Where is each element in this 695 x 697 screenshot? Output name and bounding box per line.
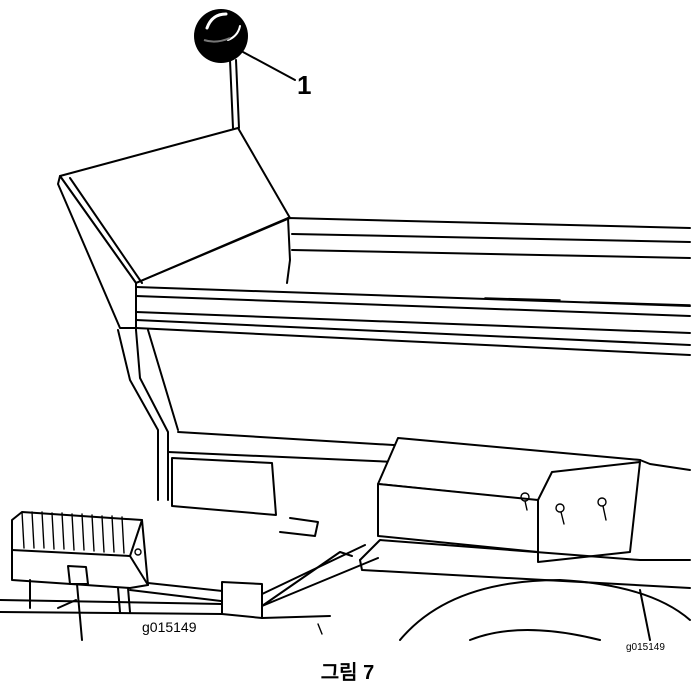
hopper-lid — [57, 127, 291, 329]
callout-leader-line — [242, 51, 296, 81]
beacon-light-icon — [194, 9, 248, 129]
figure-code-outer: g015149 — [626, 642, 665, 653]
hopper-body — [117, 217, 691, 537]
hitch-assembly — [11, 511, 149, 641]
control-box — [359, 437, 691, 589]
figure-caption: 그림 7 — [320, 662, 375, 684]
wheel — [399, 579, 691, 641]
callout-number: 1 — [297, 70, 312, 100]
frame — [0, 544, 379, 635]
figure-code-inner: g015149 — [142, 619, 197, 635]
